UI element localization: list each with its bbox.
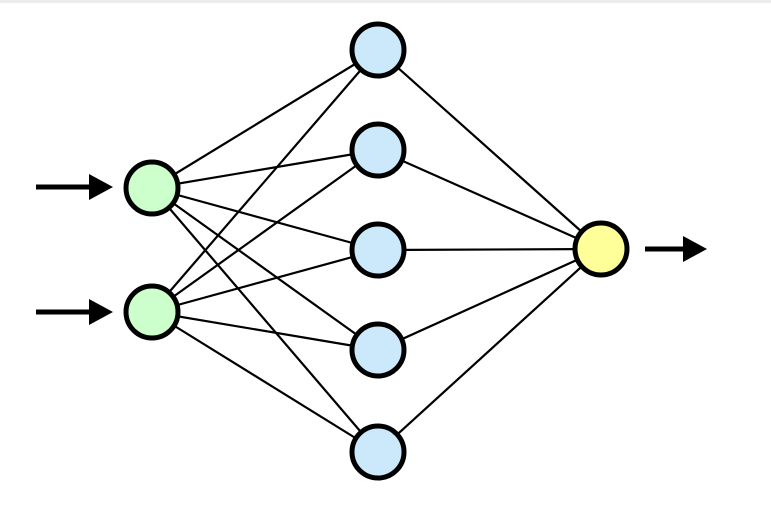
input-arrow-2 [36, 299, 113, 325]
edge-i1-to-h2 [150, 148, 380, 190]
input-arrow-2-head-icon [89, 299, 113, 325]
output-arrow-1 [645, 236, 707, 262]
output-node-1[interactable] [572, 220, 630, 278]
edge-h5-to-o1 [376, 247, 603, 454]
edge-i2-to-h5 [150, 310, 380, 454]
edge-h1-to-o1 [376, 48, 603, 251]
edge-i1-to-h3 [150, 186, 380, 252]
edge-h2-to-o1 [376, 148, 603, 251]
output-arrow-1-head-icon [683, 236, 707, 262]
edge-h4-to-o1 [376, 247, 603, 352]
edge-i1-to-h4 [150, 186, 380, 352]
input-arrow-1 [36, 174, 113, 200]
edge-i2-to-h3 [150, 248, 380, 314]
input-node-1[interactable] [123, 159, 181, 217]
input-arrow-1-head-icon [89, 174, 113, 200]
edges-group [150, 48, 603, 454]
edge-h3-to-o1 [376, 247, 603, 252]
edge-i2-to-h2 [150, 148, 380, 314]
nodes-group [123, 21, 630, 481]
edge-i2-to-h4 [150, 310, 380, 352]
hidden-node-4[interactable] [349, 321, 407, 379]
hidden-node-5[interactable] [349, 423, 407, 481]
hidden-node-1[interactable] [349, 21, 407, 79]
io-arrows-group [36, 174, 707, 325]
hidden-node-2[interactable] [349, 121, 407, 179]
edge-i1-to-h1 [150, 48, 380, 190]
input-node-2[interactable] [123, 283, 181, 341]
edge-i2-to-h1 [150, 48, 380, 314]
edge-i1-to-h5 [150, 186, 380, 454]
hidden-node-3[interactable] [349, 221, 407, 279]
